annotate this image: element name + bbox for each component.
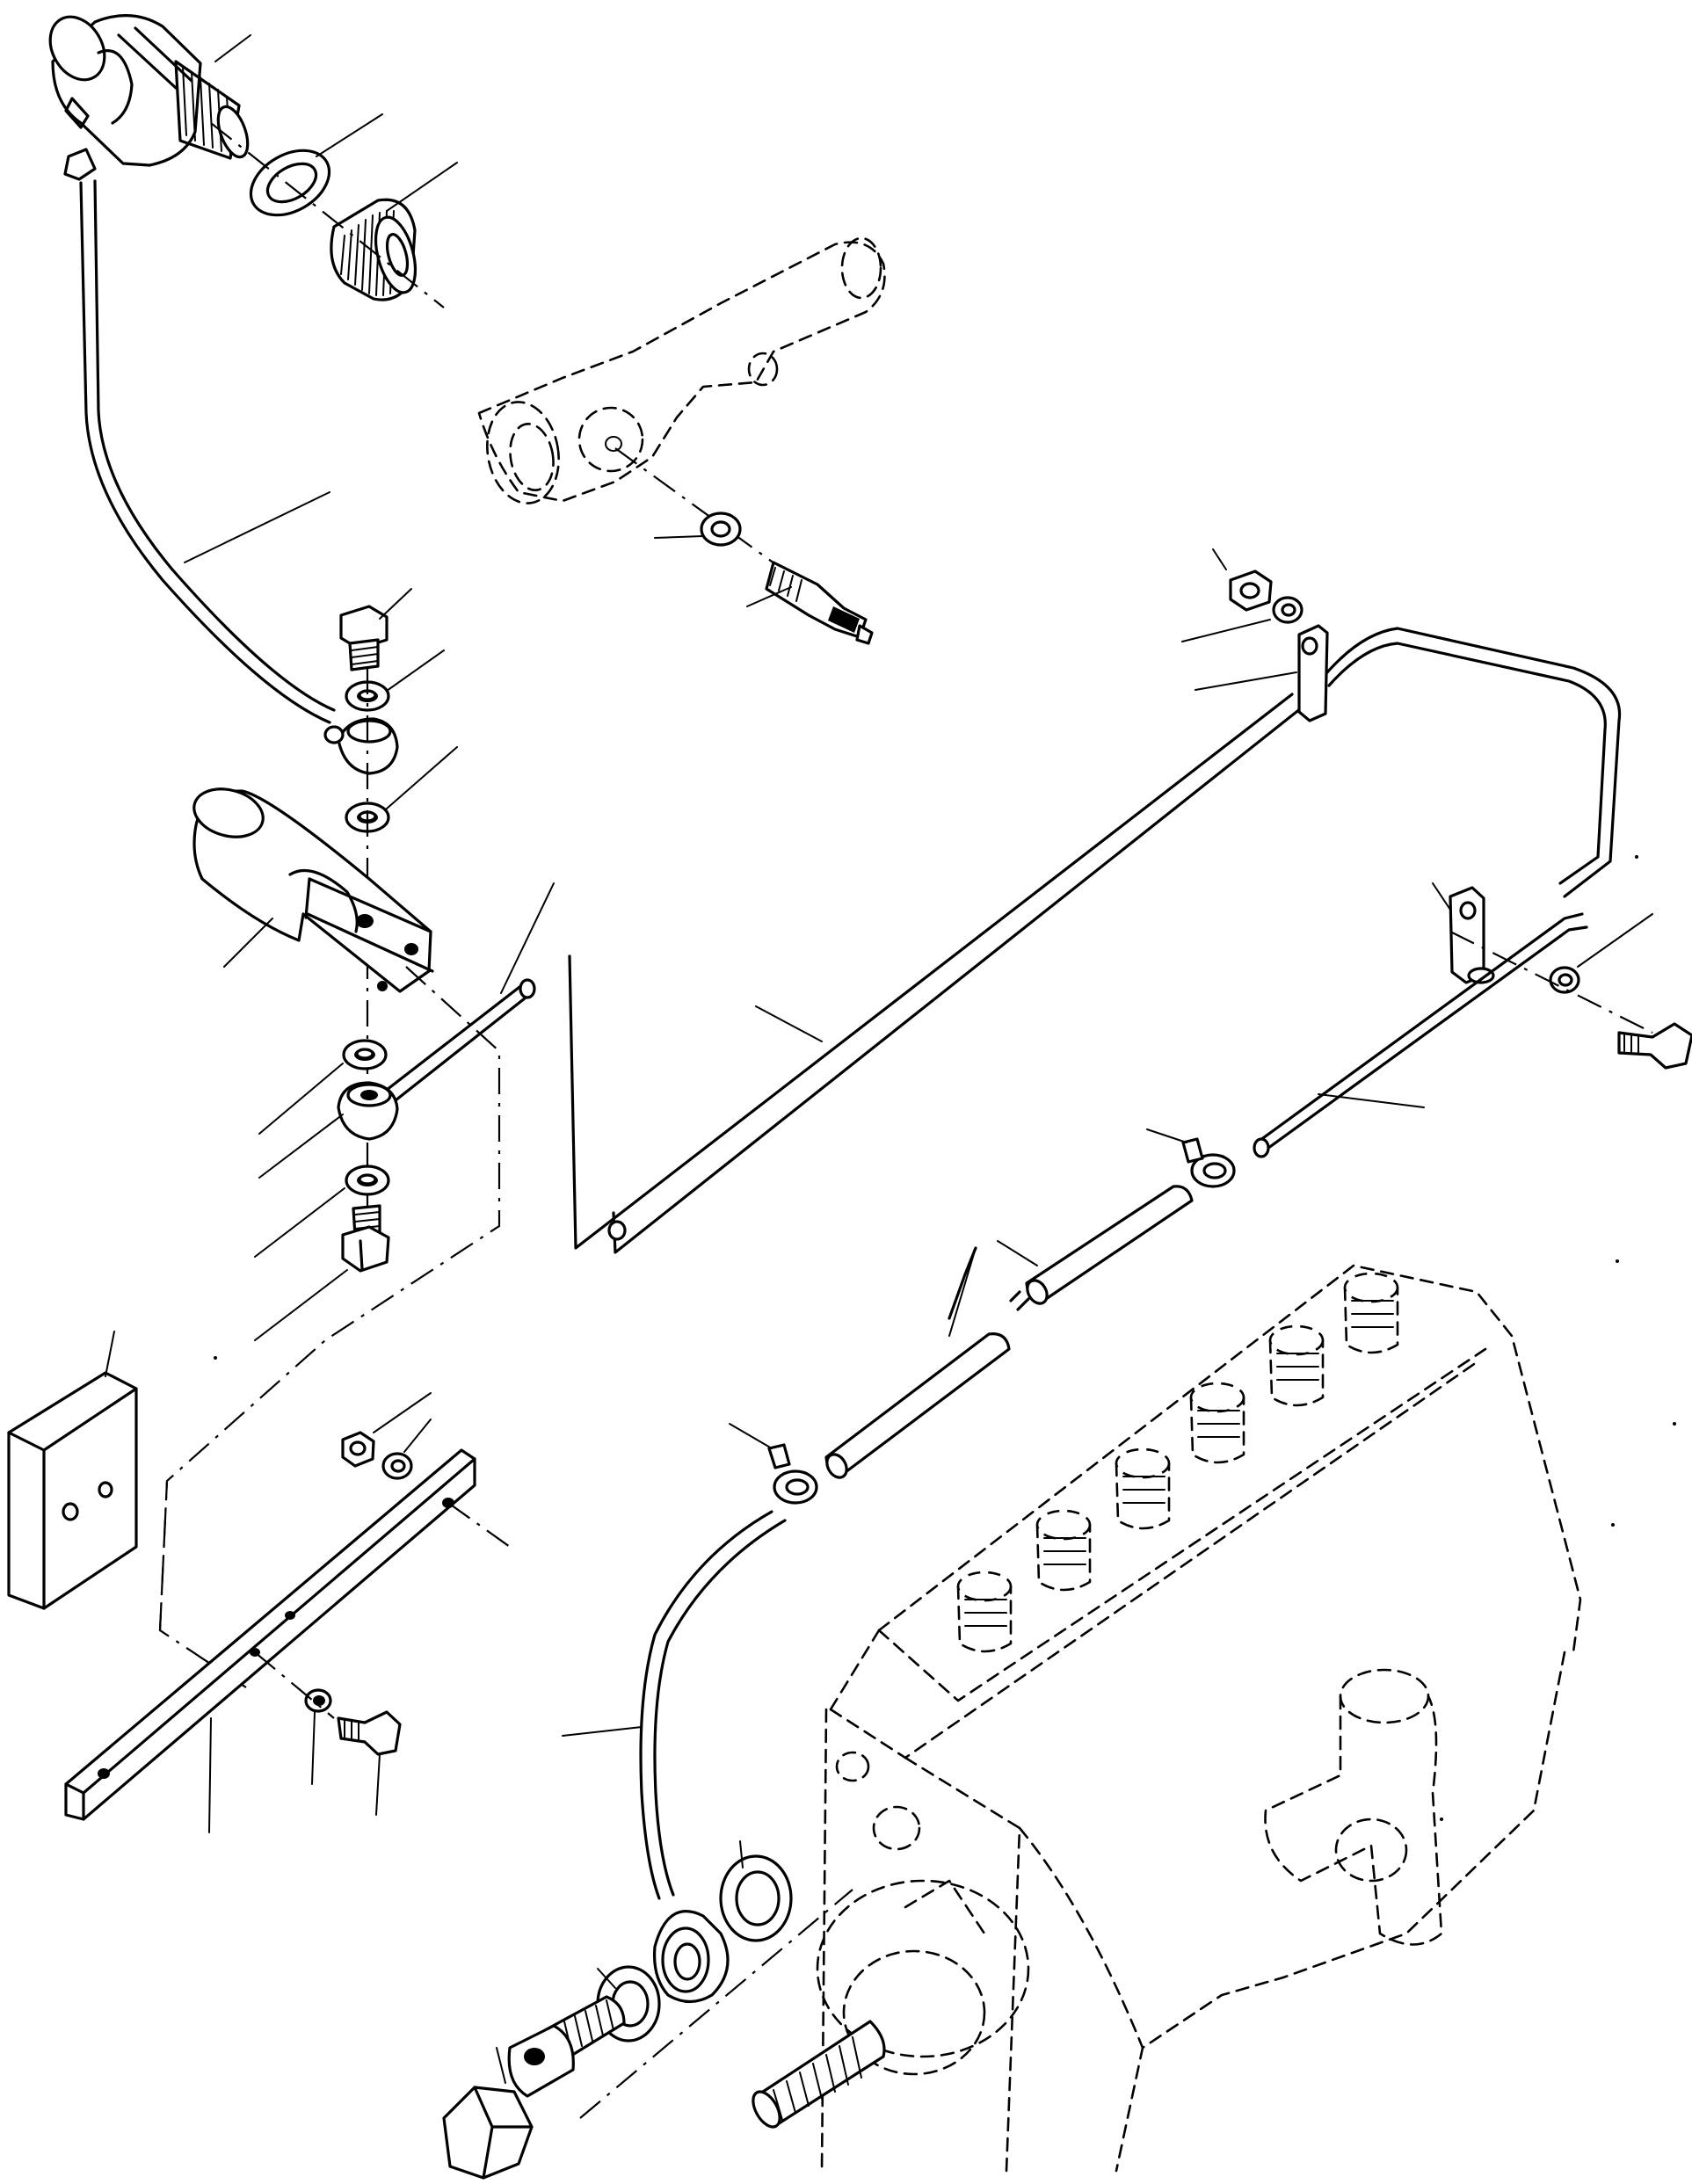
banjo-fitting bbox=[652, 1910, 730, 2004]
feed-line bbox=[1253, 912, 1588, 1158]
callout-leader bbox=[597, 1968, 616, 1989]
return-line-bracket bbox=[1297, 624, 1329, 722]
callout-leader bbox=[1212, 548, 1227, 570]
assembly-axis bbox=[254, 1651, 335, 1719]
assembly-axis bbox=[579, 1889, 853, 2119]
stray-mark bbox=[1673, 1422, 1676, 1426]
hose-clamp bbox=[767, 1443, 818, 1505]
short-tube bbox=[385, 978, 536, 1102]
connector-tube bbox=[1009, 1290, 1030, 1311]
callout-leader bbox=[223, 918, 273, 968]
plate-washer bbox=[304, 1688, 332, 1713]
callout-leader bbox=[258, 1114, 344, 1179]
callout-leader bbox=[755, 1005, 823, 1042]
washer bbox=[342, 1039, 388, 1070]
stray-mark bbox=[1440, 1818, 1443, 1821]
callout-leader bbox=[739, 1840, 744, 1868]
callout-leader bbox=[654, 535, 704, 539]
callout-leader bbox=[184, 491, 330, 563]
switch-adapter-nut bbox=[330, 198, 418, 301]
callout-leader bbox=[948, 1247, 977, 1337]
bracket-nut bbox=[1229, 570, 1273, 612]
delivery-valve bbox=[956, 1571, 1013, 1653]
sealing-washer bbox=[719, 1854, 793, 1942]
callout-leader bbox=[386, 162, 458, 212]
temperature-sender bbox=[765, 561, 874, 645]
banjo-fitting bbox=[323, 717, 399, 775]
assembly-axis bbox=[1449, 931, 1653, 1034]
plate-washer bbox=[381, 1452, 413, 1480]
callout-leader bbox=[386, 746, 458, 809]
rubber-hose bbox=[1025, 1185, 1194, 1305]
callout-leader bbox=[403, 1419, 432, 1453]
switch-gasket bbox=[249, 149, 331, 217]
bracket-bolt bbox=[1617, 1022, 1692, 1070]
rubber-hose bbox=[824, 1246, 1011, 1479]
banjo-fitting bbox=[337, 1081, 399, 1141]
delivery-valve bbox=[1189, 1382, 1245, 1464]
callout-leader bbox=[1432, 882, 1451, 911]
switch-thread bbox=[174, 60, 250, 160]
callout-leader bbox=[311, 1711, 316, 1785]
delivery-valve bbox=[1115, 1448, 1171, 1530]
banjo-bolt bbox=[341, 1204, 390, 1273]
sealing-washer bbox=[700, 512, 742, 547]
callout-leader bbox=[373, 1392, 432, 1433]
callout-leader bbox=[316, 113, 383, 157]
callout-leader bbox=[997, 1240, 1038, 1266]
callout-leader bbox=[500, 882, 555, 994]
callout-leader bbox=[208, 1717, 212, 1833]
callout-leader bbox=[375, 1753, 381, 1816]
callout-leader bbox=[386, 649, 445, 692]
assembly-axis bbox=[210, 122, 445, 308]
long-return-line bbox=[568, 693, 1303, 1254]
stray-mark bbox=[1635, 855, 1638, 859]
washer bbox=[345, 680, 390, 712]
callout-leader bbox=[105, 1331, 115, 1377]
feed-line bbox=[639, 1510, 787, 1900]
sender-line bbox=[63, 148, 336, 724]
stray-mark bbox=[1616, 1259, 1619, 1263]
pump-inlet-banjo-bolt bbox=[442, 1995, 626, 2180]
ghost-manifold bbox=[477, 236, 886, 504]
stray-mark bbox=[214, 1356, 217, 1360]
callout-leader bbox=[729, 1423, 773, 1449]
callout-leader bbox=[562, 1726, 643, 1737]
callout-leader bbox=[1318, 1093, 1425, 1108]
pressure-switch bbox=[48, 14, 250, 167]
callout-leader bbox=[1146, 1128, 1187, 1143]
callout-leader bbox=[254, 1269, 348, 1341]
callout-leader bbox=[1195, 671, 1297, 691]
fuel-injection-pump bbox=[816, 1264, 1582, 2173]
long-return-line bbox=[1325, 627, 1622, 898]
filter-screen bbox=[752, 2020, 886, 2129]
callout-leader bbox=[379, 588, 412, 620]
callout-leader bbox=[254, 1187, 345, 1258]
delivery-valve bbox=[1343, 1272, 1399, 1354]
assembly-axis bbox=[447, 1502, 511, 1548]
bracket-washer bbox=[1549, 966, 1580, 994]
callout-leader bbox=[746, 586, 792, 607]
bracket-washer bbox=[1272, 596, 1303, 624]
junction-block bbox=[192, 787, 434, 993]
stray-mark bbox=[1611, 1523, 1615, 1527]
callout-leader bbox=[258, 1063, 344, 1135]
delivery-valve bbox=[1268, 1324, 1325, 1407]
callout-leader bbox=[1577, 913, 1653, 968]
hose-clamp bbox=[1181, 1137, 1236, 1188]
washer bbox=[345, 1165, 390, 1196]
banjo-bolt bbox=[339, 605, 389, 671]
return-line-bracket bbox=[1449, 886, 1495, 984]
plate-bolt bbox=[337, 1710, 402, 1756]
plate-nut bbox=[341, 1431, 375, 1468]
delivery-valve bbox=[1035, 1509, 1092, 1592]
callout-leader bbox=[496, 2047, 506, 2084]
callout-leader bbox=[1181, 619, 1271, 642]
callout-leader bbox=[214, 34, 251, 62]
relay-block bbox=[7, 1371, 138, 1610]
assembly-axis bbox=[158, 1480, 169, 1631]
